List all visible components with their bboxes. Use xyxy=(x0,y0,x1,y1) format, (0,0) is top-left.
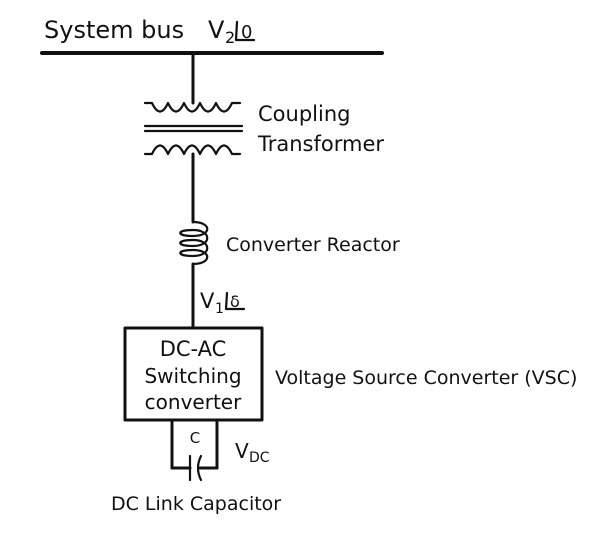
capacitor-label: DC Link Capacitor xyxy=(111,493,281,515)
transformer-label-line2: Transformer xyxy=(257,132,384,156)
bus-angle-symbol xyxy=(234,20,256,42)
converter-voltage-label: V 1 δ xyxy=(200,289,246,317)
bus-voltage-subscript: 2 xyxy=(225,28,235,47)
coupling-transformer xyxy=(143,101,244,156)
converter-box-line3: converter xyxy=(145,390,242,414)
converter-box-line2: Switching xyxy=(144,364,241,388)
converter-voltage-subscript: 1 xyxy=(215,301,224,317)
system-bus-label: System bus xyxy=(44,16,184,44)
bus-voltage-label: V 2 0 xyxy=(208,16,256,47)
converter-box-line1: DC-AC xyxy=(160,337,227,361)
converter-reactor-coil xyxy=(179,220,209,266)
converter-angle-value: δ xyxy=(230,292,240,311)
dc-ac-converter-box xyxy=(123,326,264,422)
capacitor-plate-curved xyxy=(196,454,203,482)
transformer-primary-winding xyxy=(143,101,242,113)
bus-voltage-symbol: V xyxy=(208,16,225,44)
vdc-subscript: DC xyxy=(249,450,270,466)
converter-voltage-symbol: V xyxy=(200,289,215,313)
reactor-label: Converter Reactor xyxy=(226,234,400,256)
vsc-label: Voltage Source Converter (VSC) xyxy=(275,367,577,389)
bus-angle-value: 0 xyxy=(241,22,252,43)
vdc-label: V DC xyxy=(235,439,270,466)
transformer-secondary-winding xyxy=(143,144,242,156)
capacitor-symbol: C xyxy=(190,429,200,447)
dc-link-capacitor xyxy=(170,418,219,482)
converter-angle-symbol xyxy=(224,291,246,311)
vdc-symbol: V xyxy=(235,439,249,463)
transformer-label-line1: Coupling xyxy=(258,102,350,126)
